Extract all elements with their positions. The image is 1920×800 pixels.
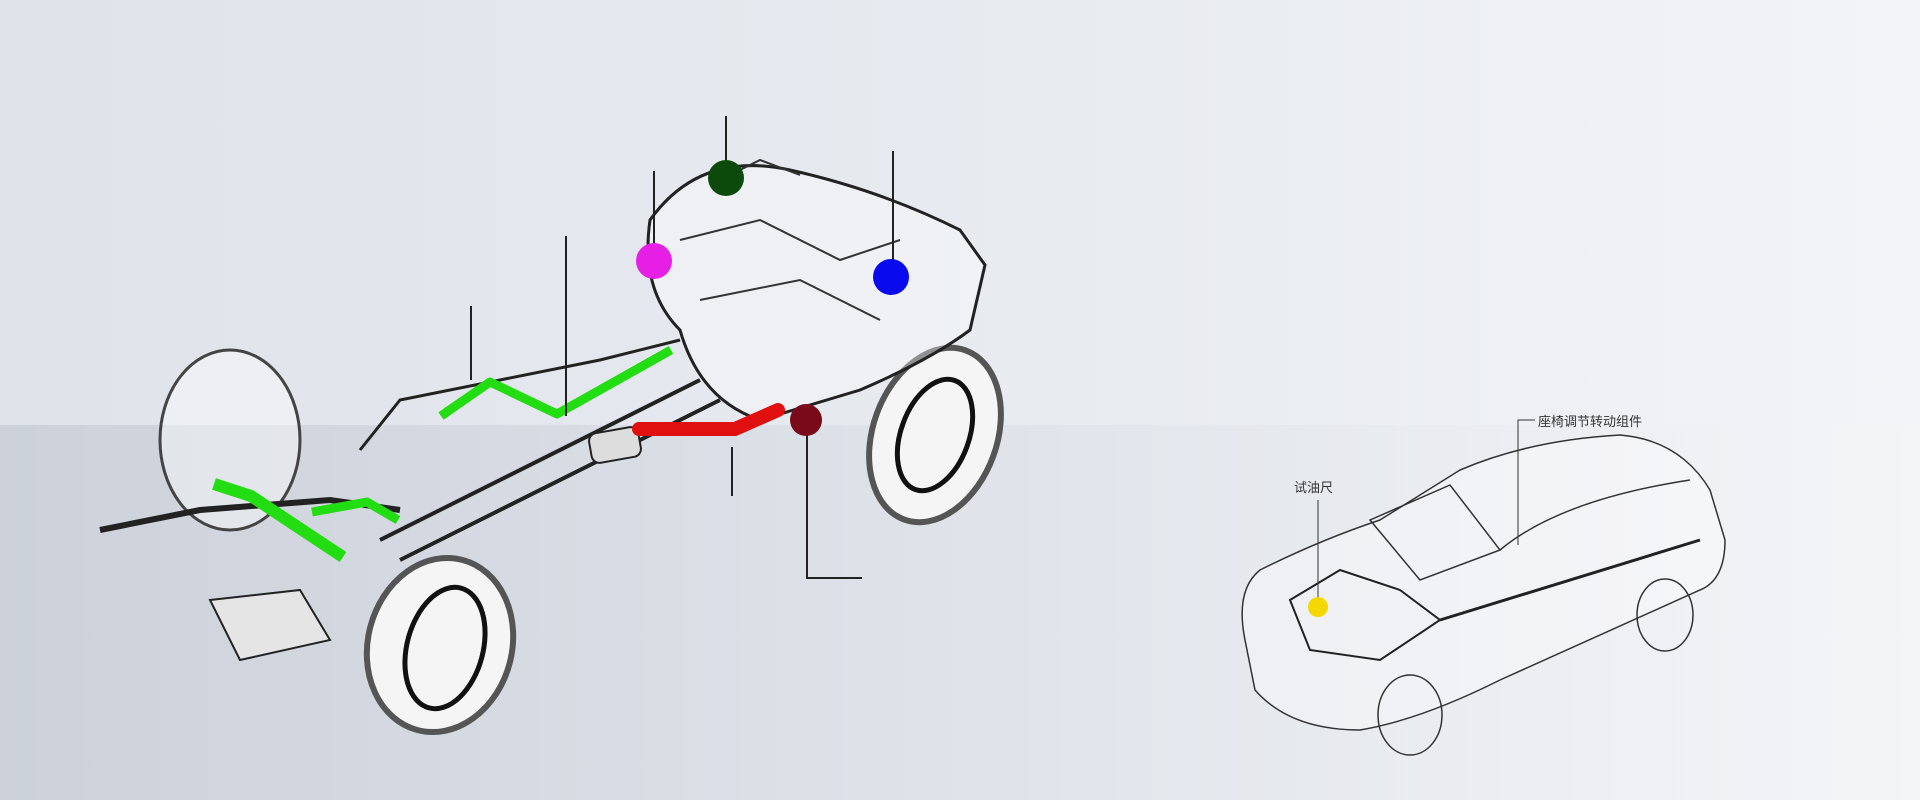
seat-adjust-leader — [1517, 419, 1535, 545]
rear-wheel — [363, 554, 517, 736]
car-rear-wheel — [1636, 578, 1694, 652]
car-body — [1241, 434, 1726, 731]
rear-wheel-rim — [402, 584, 488, 712]
muffler — [588, 426, 642, 464]
red-exhaust-highlight — [632, 403, 785, 436]
marker-magenta[interactable] — [636, 243, 672, 279]
green-rear-highlight-2 — [311, 497, 401, 524]
car-front-wheel — [1377, 674, 1443, 756]
engine-block — [646, 164, 987, 422]
car-roofline — [1499, 479, 1691, 551]
marker-blue[interactable] — [873, 259, 909, 295]
label-seat-adjust-component: 座椅调节转动组件 — [1538, 415, 1643, 430]
front-wheel-rim — [894, 376, 976, 494]
brake-line — [358, 338, 681, 451]
rear-brake-disc — [158, 348, 302, 532]
marker-maroon[interactable] — [790, 404, 822, 436]
chassis-sketch — [99, 158, 1004, 736]
green-rear-highlight — [212, 478, 347, 563]
marker-dark-green[interactable] — [708, 160, 744, 196]
car-driveshaft — [1439, 538, 1701, 622]
rear-bracket — [208, 588, 332, 662]
marker-yellow-dipstick[interactable] — [1308, 597, 1328, 617]
leader-line — [806, 435, 862, 579]
label-dipstick: 试油尺 — [1294, 481, 1334, 496]
green-brake-line-highlight — [438, 346, 674, 420]
small-car-sketch — [1241, 434, 1726, 756]
